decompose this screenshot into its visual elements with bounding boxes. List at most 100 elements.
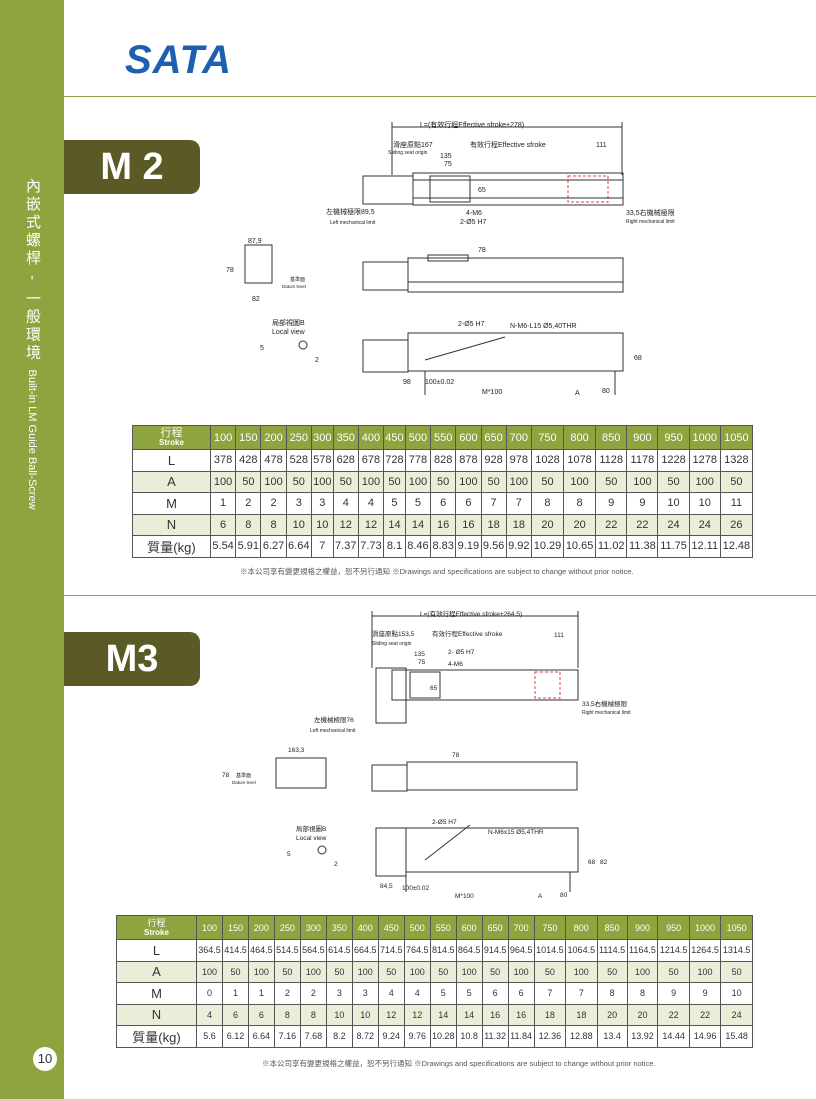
table-cell: 11.75 [657,535,690,558]
table-cell: 100 [403,960,431,983]
table-cell: 100 [351,960,379,983]
m2-dim-82: 82 [252,296,260,303]
table-cell: 7 [565,982,598,1005]
table-cell: 50 [429,960,457,983]
table-cell: 1328 [719,449,754,472]
stroke-value: 800 [563,425,597,450]
stroke-value: 100 [196,915,223,940]
stroke-value: 450 [377,915,405,940]
table-cell: 1 [221,982,249,1005]
table-cell: 8 [235,513,262,536]
m3-dim-82: 82 [600,859,608,866]
table-cell: 14 [404,513,432,536]
stroke-value: 850 [596,915,628,940]
sidebar: 內嵌式螺桿 - 一般環境 Built-in LM Guide Ball-Scre… [0,0,64,1099]
m3-stroke-label: 有效行程Effective sfroke [432,629,503,638]
m3-local-view-en: Local view [296,835,327,842]
table-cell: 9.19 [455,535,482,558]
table-cell: 378 [209,449,237,472]
m2-dim-111: 111 [596,142,607,149]
table-cell: 7 [505,492,532,515]
table-cell: 7.37 [332,535,359,558]
table-cell: 8 [626,982,659,1005]
stroke-value: 700 [507,915,535,940]
m3-dim-68: 68 [588,859,596,866]
table-cell: 50 [720,960,753,983]
table-cell: 100 [505,470,532,493]
table-cell: 6.64 [247,1025,275,1048]
table-cell: 1178 [626,449,659,472]
table-cell: 6.27 [260,535,287,558]
m3-dim-h78: 78 [222,772,230,779]
stroke-header-en: Stroke [144,927,169,937]
table-cell: 100 [299,960,327,983]
m3-dim-5: 5 [287,851,291,858]
m2-pin2: 2-Ø5 H7 [458,321,485,328]
m2-nhole: N-M6-L15 Ø5,40THR [510,323,577,330]
table-cell: 7.16 [273,1025,301,1048]
m3-dim-2: 2 [334,861,338,868]
table-cell: 9.24 [377,1025,405,1048]
table-cell: 10.29 [530,535,565,558]
stroke-value: 250 [273,915,301,940]
stroke-value: 150 [221,915,249,940]
table-cell: 20 [626,1003,659,1026]
table-cell: 9 [657,982,690,1005]
table-cell: 564.5 [299,939,327,962]
table-cell: 364.5 [196,939,223,962]
sidebar-title-en: Built-in LM Guide Ball-Screw [26,369,38,510]
stroke-value: 400 [357,425,385,450]
table-cell: 6 [507,982,535,1005]
table-cell: 8.2 [325,1025,353,1048]
table-cell: 2 [260,492,287,515]
table-cell: 614.5 [325,939,353,962]
table-cell: 9.76 [403,1025,431,1048]
table-cell: 100 [688,470,721,493]
stroke-value: 900 [626,915,659,940]
table-cell: 628 [332,449,359,472]
m3-left-limit-en: Left mechanical limit [310,728,356,734]
m2-dim-L: L=(有效行程Effective sfroke+278) [420,120,524,129]
table-cell: 24 [720,1003,753,1026]
m3-dim-65: 65 [430,685,438,692]
stroke-header-zh: 行程 [147,917,166,928]
table-cell: 14.44 [657,1025,690,1048]
table-cell: 1228 [657,449,690,472]
table-cell: 7.68 [299,1025,327,1048]
m2-local-view: 局部視圖B [272,318,305,327]
table-cell: 100 [260,470,287,493]
table-cell: 22 [688,1003,722,1026]
table-cell: 12.88 [565,1025,598,1048]
table-cell: 100 [209,470,237,493]
stroke-value: 600 [455,425,482,450]
m3-left-limit: 左機械極限76 [314,715,354,724]
stroke-value: 300 [299,915,327,940]
m2-dim-98: 98 [403,379,411,386]
m2-origin-en: Sliding seat origin [388,150,428,156]
table-cell: 5.91 [235,535,262,558]
table-cell: 464.5 [247,939,275,962]
m3-dim-111: 111 [554,632,564,639]
table-cell: 5 [455,982,483,1005]
m2-dim-h78: 78 [226,267,234,274]
table-cell: 14.96 [688,1025,722,1048]
m3-dim-75: 75 [418,659,426,666]
table-cell: 678 [357,449,385,472]
table-cell: 13.4 [596,1025,628,1048]
model-tab-m3: M3 [64,632,200,686]
stroke-value: 1000 [688,915,722,940]
table-cell: 12.11 [688,535,721,558]
table-cell: 10 [688,492,721,515]
stroke-value: 200 [260,425,287,450]
m2-dim-879: 87,9 [248,238,262,245]
table-cell: 1028 [530,449,565,472]
table-cell: 814.5 [429,939,457,962]
stroke-value: 200 [247,915,275,940]
stroke-value: 650 [481,915,509,940]
page-number: 10 [33,1047,57,1071]
m2-dim-2: 2 [315,357,319,364]
